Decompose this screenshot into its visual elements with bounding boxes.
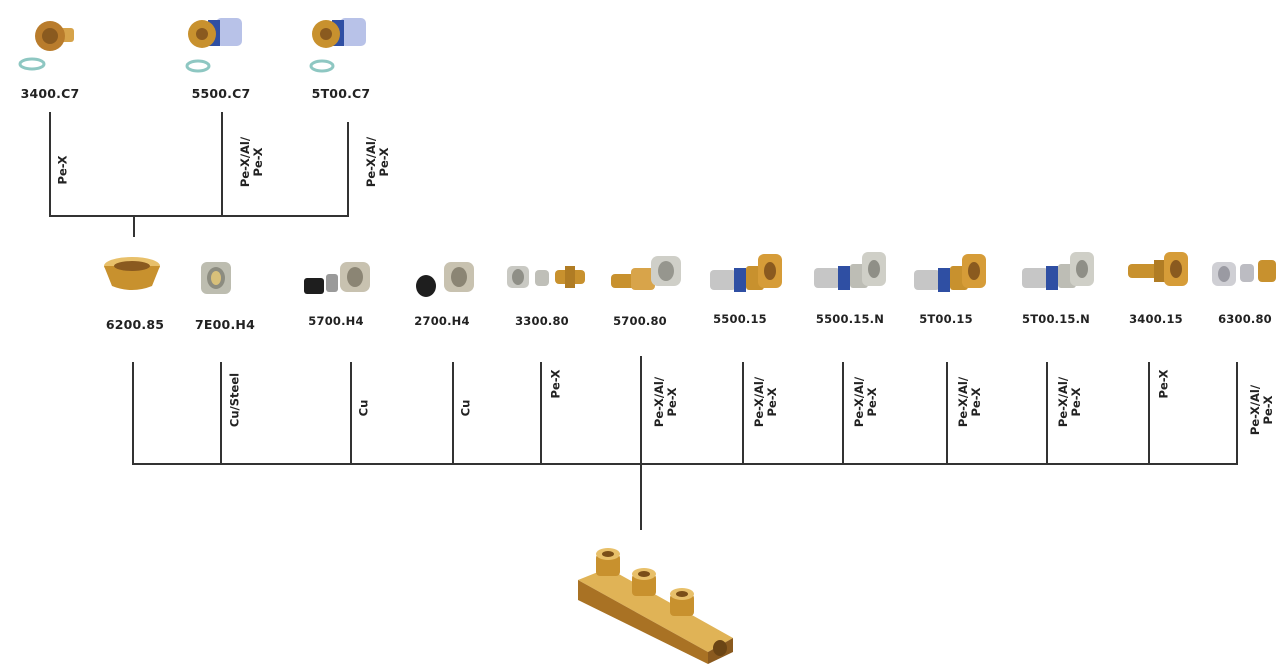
material-label: Pe-X/Al/ Pe-X xyxy=(753,377,779,427)
top-bus-line xyxy=(49,215,349,217)
brass-manifold-icon xyxy=(568,540,738,664)
connector-line xyxy=(540,362,542,464)
brass-adapter-blue-band-icon xyxy=(300,12,380,76)
connector-line xyxy=(49,112,51,216)
product-code: 5700.H4 xyxy=(308,314,363,328)
product-code: 6200.85 xyxy=(106,317,164,332)
material-label: Pe-X xyxy=(1158,370,1171,399)
connector-line xyxy=(132,362,134,464)
product-code: 5T00.15 xyxy=(919,312,973,326)
product-code: 3300.80 xyxy=(515,314,569,328)
brass-fitting-blue-band-icon xyxy=(706,250,786,298)
product-code: 3400.C7 xyxy=(21,86,80,101)
material-label: Cu xyxy=(358,400,371,417)
connector-line xyxy=(742,362,744,464)
material-label: Cu xyxy=(460,400,473,417)
product-code: 5500.15.N xyxy=(816,312,884,326)
middle-bus-line xyxy=(132,463,1238,465)
material-label: Pe-X/Al/ Pe-X xyxy=(957,377,983,427)
connector-line xyxy=(842,362,844,464)
connector-line xyxy=(350,362,352,464)
connector-line xyxy=(220,362,222,464)
material-label: Pe-X/Al/ Pe-X xyxy=(239,137,265,187)
nut-with-black-olive-icon xyxy=(302,256,378,300)
product-code: 5700.80 xyxy=(613,314,667,328)
material-label: Pe-X/Al/ Pe-X xyxy=(653,377,679,427)
brass-fitting-blue-band-icon xyxy=(910,250,990,298)
material-label: Pe-X xyxy=(57,156,70,185)
product-code: 5500.15 xyxy=(713,312,767,326)
nickel-fitting-set-icon xyxy=(505,258,589,294)
nickel-fitting-set-icon xyxy=(1210,252,1280,292)
material-label: Cu/Steel xyxy=(229,373,242,427)
material-label: Pe-X xyxy=(550,370,563,399)
material-label: Pe-X/Al/ Pe-X xyxy=(1057,377,1083,427)
nickel-fitting-blue-band-icon xyxy=(1018,248,1098,296)
material-label: Pe-X/Al/ Pe-X xyxy=(853,377,879,427)
product-code: 6300.80 xyxy=(1218,312,1272,326)
connector-line xyxy=(1148,362,1150,464)
product-code: 5T00.15.N xyxy=(1022,312,1090,326)
brass-nickel-fitting-icon xyxy=(607,250,687,298)
product-code: 2700.H4 xyxy=(414,314,469,328)
connector-line xyxy=(640,356,642,530)
product-code: 3400.15 xyxy=(1129,312,1183,326)
connector-line xyxy=(1046,362,1048,464)
connector-line xyxy=(221,112,223,216)
nut-with-black-olive-icon xyxy=(412,256,488,300)
drop-line xyxy=(133,215,135,237)
material-label: Pe-X/Al/ Pe-X xyxy=(365,137,391,187)
material-label: Pe-X/Al/ Pe-X xyxy=(1249,385,1275,435)
nickel-compression-nut-icon xyxy=(195,256,239,300)
brass-fitting-icon xyxy=(1124,248,1194,292)
product-code: 5T00.C7 xyxy=(312,86,371,101)
connector-line xyxy=(1236,362,1238,464)
product-code: 7E00.H4 xyxy=(195,317,255,332)
brass-cone-ring-icon xyxy=(100,254,164,294)
brass-adapter-blue-band-icon xyxy=(176,12,256,76)
connector-line xyxy=(452,362,454,464)
connector-line xyxy=(347,122,349,216)
nickel-fitting-blue-band-icon xyxy=(810,248,890,296)
brass-adapter-with-ring-icon xyxy=(10,14,90,74)
connector-line xyxy=(946,362,948,464)
product-code: 5500.C7 xyxy=(192,86,251,101)
